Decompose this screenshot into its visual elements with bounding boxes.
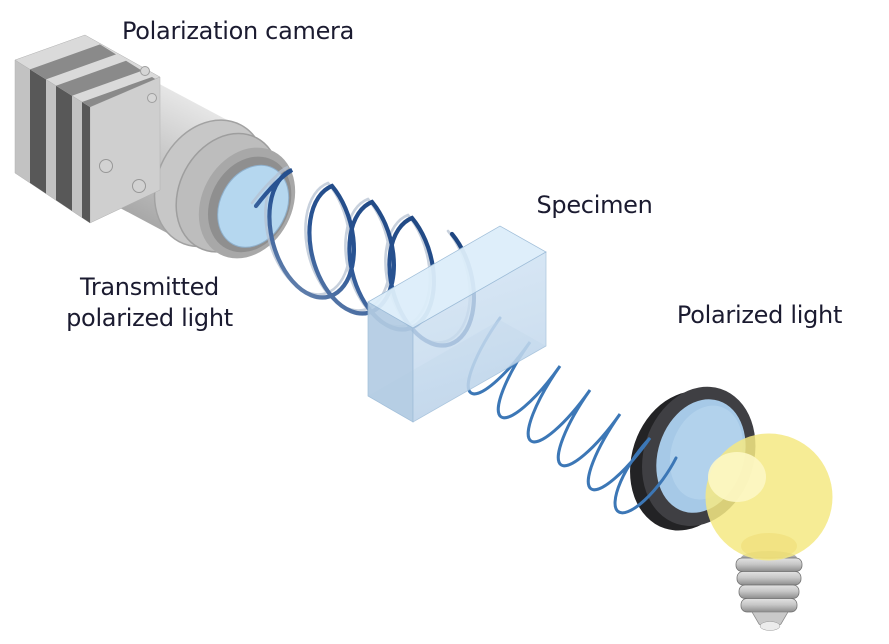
bulb-base-tip-dome: [759, 621, 781, 631]
heat-sink-fin-top: [56, 60, 142, 96]
screw-thread-ridge: [740, 598, 798, 613]
screw-thread-ridge: [736, 571, 802, 586]
light-bulb: [705, 433, 833, 631]
camera-knob: [132, 179, 146, 193]
screw-thread-ridge: [738, 584, 800, 599]
camera-heat-sink-block: [14, 34, 161, 224]
bulb-glass-neck: [741, 533, 797, 559]
label-polarization-camera: Polarization camera: [121, 17, 355, 45]
heat-sink-fin: [82, 102, 90, 223]
specimen-box: [367, 225, 547, 423]
specimen-front-face: [412, 251, 547, 423]
label-specimen: Specimen: [536, 191, 653, 219]
bulb-highlight: [708, 452, 766, 502]
camera-screw: [147, 93, 157, 103]
camera-screw: [140, 66, 150, 76]
label-polarized-light: Polarized light: [676, 301, 843, 329]
bulb-screw-base: [735, 551, 803, 631]
heat-sink-fin: [56, 85, 72, 211]
camera-knob: [99, 159, 113, 173]
heat-sink-fin-top: [30, 44, 116, 80]
label-transmitted-polarized-light: Transmitted polarized light: [66, 273, 233, 333]
heat-sink-fin: [30, 69, 46, 194]
